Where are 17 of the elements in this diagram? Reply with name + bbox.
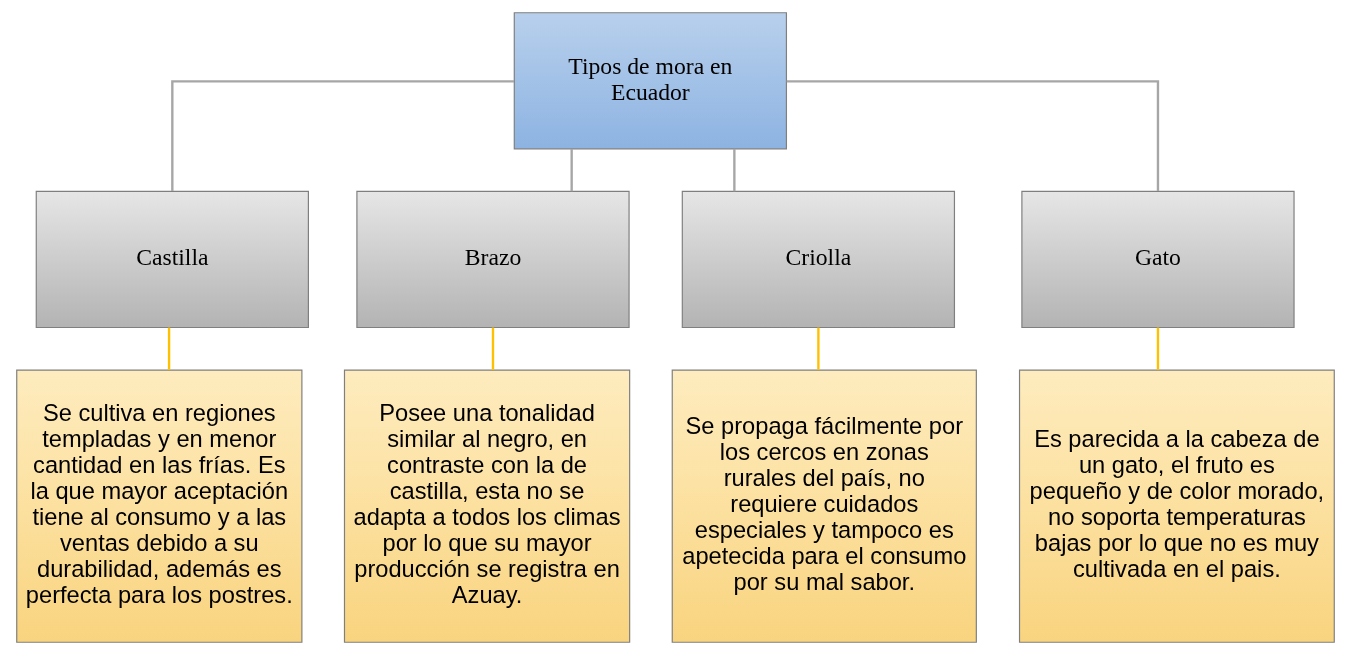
connector [171, 80, 514, 192]
connector [1156, 327, 1160, 370]
connector [491, 327, 495, 370]
connector [570, 148, 573, 192]
node-box: Posee una tonalidad similar al negro, en contraste con la de castilla, esta no se adapta a todos los climas por lo que su mayor producción se registra en Azuay. [343, 369, 631, 643]
node-box: Tipos de mora en Ecuador [513, 12, 787, 150]
node-box: Se cultiva en regiones templadas y en menor cantidad en las frías. Es la que mayor aceptación tiene al consumo y a las ventas debido a su durabilidad, además es perfecta para los postres. [16, 369, 303, 643]
node-box: Es parecida a la cabeza de un gato, el fruto es pequeño y de color morado, no soporta temperaturas bajas por lo que no es muy cultivada en el pais. [1018, 369, 1335, 643]
node-box: Brazo [356, 190, 630, 329]
node-box: Gato [1021, 190, 1295, 329]
node-box: Se propaga fácilmente por los cercos en zonas rurales del país, no requiere cuidados especiales y tampoco es apetecida para el consumo por su mal sabor. [671, 369, 977, 643]
node-box: Criolla [681, 190, 956, 329]
connector [733, 148, 736, 192]
node-box: Castilla [35, 190, 309, 329]
connector [817, 327, 820, 370]
connector [786, 80, 1160, 192]
connector [167, 327, 171, 370]
